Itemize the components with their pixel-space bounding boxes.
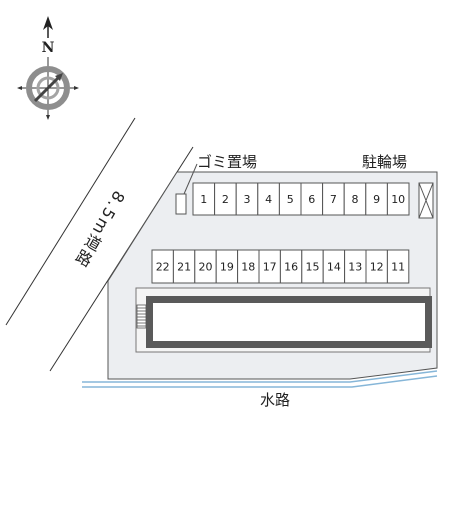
- compass: N: [17, 16, 79, 120]
- parking-row-bottom: 22 21 20 19 18 17 16 15 14 13 12 11: [151, 249, 410, 284]
- parking-space-number: 13: [348, 261, 362, 274]
- parking-space-number: 19: [220, 261, 234, 274]
- parking-space-number: 15: [306, 261, 320, 274]
- parking-space: 9: [365, 182, 388, 216]
- parking-space: 18: [237, 249, 260, 284]
- parking-space: 13: [344, 249, 367, 284]
- parking-row-top: 1 2 3 4 5 6 7 8 9 10: [192, 182, 410, 216]
- building: [135, 287, 432, 353]
- parking-space-number: 16: [284, 261, 298, 274]
- parking-space-number: 20: [199, 261, 213, 274]
- parking-space-number: 9: [373, 193, 380, 206]
- parking-space-number: 21: [177, 261, 191, 274]
- garbage-area: [175, 163, 198, 215]
- parking-space-box: [386, 249, 410, 284]
- parking-space: 8: [343, 182, 367, 216]
- parking-space-number: 14: [327, 261, 341, 274]
- parking-space-number: 2: [222, 193, 229, 206]
- parking-space: 3: [235, 182, 259, 216]
- parking-space: 12: [365, 249, 388, 284]
- x-box-icon: [418, 182, 434, 219]
- parking-space: 2: [214, 182, 237, 216]
- parking-space: 1: [192, 182, 216, 216]
- parking-space-number: 4: [265, 193, 272, 206]
- parking-space-number: 12: [370, 261, 384, 274]
- parking-space-number: 8: [352, 193, 359, 206]
- parking-space: 11: [386, 249, 410, 284]
- stairs-hatch-icon: [136, 304, 147, 329]
- parking-space: 7: [322, 182, 345, 216]
- parking-space-number: 11: [391, 261, 405, 274]
- parking-space-number: 5: [287, 193, 294, 206]
- north-label: N: [42, 40, 55, 56]
- parking-space-number: 10: [391, 193, 405, 206]
- parking-space: 21: [172, 249, 196, 284]
- parking-space-number: 1: [200, 193, 207, 206]
- parking-space: 14: [322, 249, 346, 284]
- parking-space-number: 17: [263, 261, 277, 274]
- parking-space: 19: [215, 249, 239, 284]
- parking-space-number: 22: [156, 261, 170, 274]
- parking-space-number: 7: [330, 193, 337, 206]
- parking-space-number: 18: [241, 261, 255, 274]
- parking-space: 20: [194, 249, 217, 284]
- parking-space: 15: [301, 249, 324, 284]
- parking-space: 6: [300, 182, 324, 216]
- waterway: [82, 370, 438, 388]
- north-arrow-icon: [43, 16, 53, 38]
- bicycle-parking-label: 駐輪場: [362, 153, 407, 171]
- parking-space-number: 6: [308, 193, 315, 206]
- parking-space-box: [386, 182, 410, 216]
- parking-space: 17: [258, 249, 281, 284]
- waterway-label: 水路: [260, 391, 290, 409]
- parking-space-number: 3: [244, 193, 251, 206]
- parking-space: 5: [278, 182, 302, 216]
- garbage-area-label: ゴミ置場: [197, 153, 257, 171]
- parking-space: 4: [257, 182, 280, 216]
- parking-space: 10: [386, 182, 410, 216]
- parking-space: 16: [279, 249, 303, 284]
- parking-space: 22: [151, 249, 174, 284]
- road-edge-left: [5, 117, 136, 326]
- compass-rose-icon: [17, 57, 79, 120]
- building-interior: [153, 303, 425, 341]
